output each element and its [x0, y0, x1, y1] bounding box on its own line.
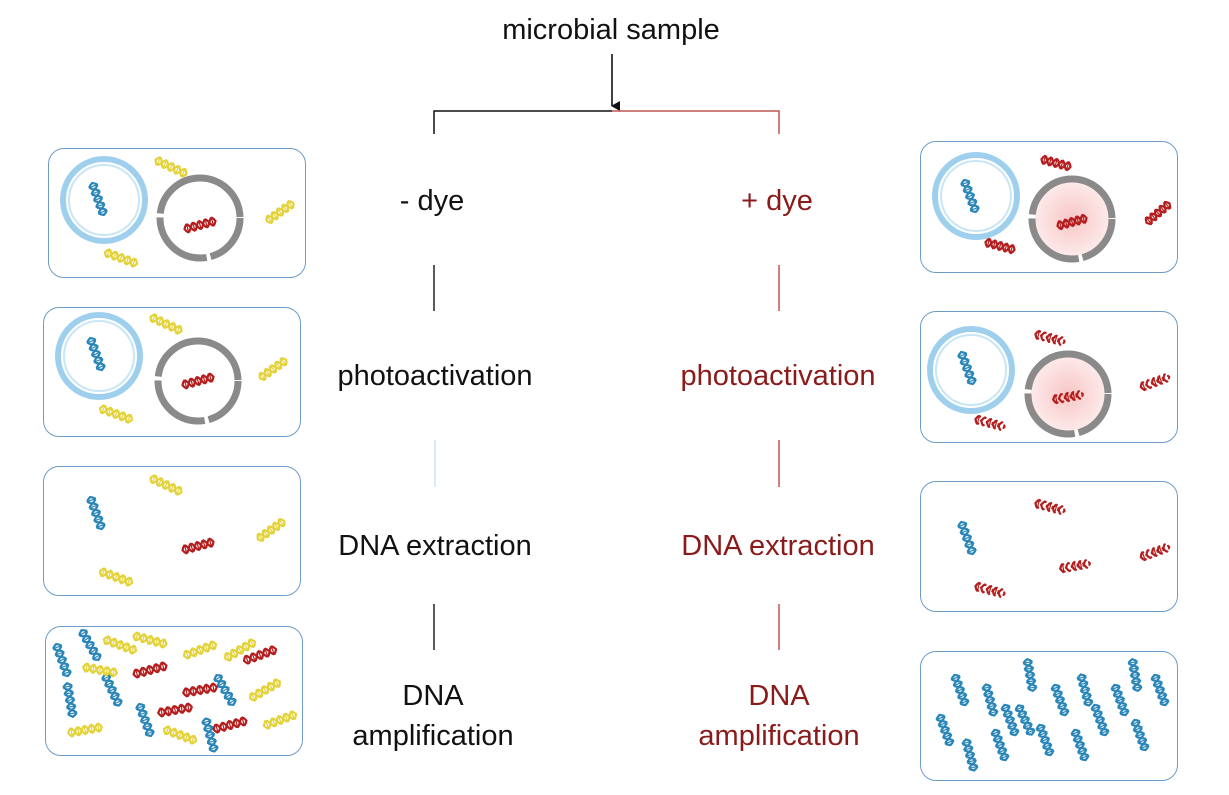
left-initial-live-cell [60, 156, 148, 244]
dna-strand-32 [242, 645, 278, 665]
left-step-no-dye: - dye [399, 185, 465, 217]
dna-strand-9 [181, 372, 215, 390]
right-step-dna-extraction: DNA extraction [681, 530, 875, 562]
dna-strand-59 [1076, 673, 1094, 707]
dna-strand-25 [224, 638, 256, 662]
left-step-photoactivation: photoactivation [337, 360, 533, 392]
dna-strand-47 [1034, 498, 1066, 516]
dna-strand-62 [1127, 658, 1143, 692]
right-step-dna-amplification: DNA amplification [698, 680, 860, 752]
dna-strands [52, 154, 1172, 772]
dna-strand-19 [135, 702, 155, 738]
dna-strand-22 [102, 635, 138, 655]
left-step-dna-amplification: DNA amplification [352, 680, 514, 752]
dna-strand-35 [82, 662, 118, 678]
dna-strand-63 [1130, 718, 1150, 752]
dna-strand-65 [961, 738, 979, 772]
dna-strand-7 [258, 356, 288, 382]
right-step-dye: + dye [741, 185, 813, 217]
dna-strand-54 [990, 728, 1010, 762]
dna-strand-20 [201, 717, 219, 753]
dna-strand-46 [957, 520, 977, 556]
dna-strand-30 [132, 661, 168, 679]
dna-strand-36 [960, 178, 980, 214]
dna-strand-58 [1050, 683, 1070, 717]
dna-strand-2 [265, 199, 295, 225]
dna-strand-15 [52, 642, 72, 678]
right-initial-live-cell [932, 152, 1020, 240]
dna-strand-56 [1014, 704, 1036, 736]
dna-strand-33 [212, 716, 248, 734]
dna-strand-21 [213, 674, 237, 706]
dna-strand-53 [981, 683, 999, 717]
left-branch-connector [433, 110, 612, 134]
dna-strand-39 [984, 237, 1016, 255]
dna-strand-4 [183, 216, 217, 234]
dna-strand-55 [1022, 658, 1038, 692]
dna-strand-8 [98, 404, 134, 424]
dna-strand-10 [86, 495, 106, 531]
dna-strand-28 [249, 678, 281, 702]
dna-strand-29 [262, 710, 298, 730]
dna-strand-11 [149, 474, 183, 496]
dna-strand-51 [935, 713, 955, 747]
dna-strand-14 [181, 537, 215, 555]
dna-strand-40 [1056, 213, 1088, 231]
dna-strand-61 [1110, 683, 1130, 717]
dna-strand-41 [957, 350, 977, 386]
dna-strand-37 [1040, 154, 1072, 172]
left-photo-live-cell [55, 312, 143, 400]
left-initial-dead-cell [156, 174, 244, 262]
dna-strand-17 [62, 682, 78, 718]
dna-strand-34 [157, 702, 193, 718]
dna-strand-50 [1059, 558, 1091, 574]
left-photo-dead-cell [154, 337, 242, 425]
dna-strand-13 [98, 567, 134, 587]
dna-strand-48 [1139, 542, 1171, 562]
dna-strand-16 [78, 629, 102, 661]
dna-strand-57 [1035, 723, 1055, 757]
left-step-dna-extraction: DNA extraction [338, 530, 532, 562]
right-branch-connector [612, 110, 780, 134]
dna-strand-49 [974, 581, 1006, 599]
dna-strand-24 [182, 640, 218, 660]
dna-strand-52 [950, 673, 970, 707]
dna-strand-18 [101, 673, 123, 707]
dna-strand-42 [1034, 329, 1066, 347]
right-step-photoactivation: photoactivation [680, 360, 876, 392]
dna-strand-38 [1144, 200, 1172, 226]
dna-strand-45 [1052, 389, 1084, 405]
dna-strand-44 [974, 414, 1006, 432]
dna-strand-64 [1150, 673, 1170, 707]
dna-strand-5 [86, 336, 106, 372]
dna-strand-12 [256, 517, 286, 543]
dna-strand-66 [1070, 728, 1090, 762]
dna-strand-60 [1090, 703, 1110, 737]
dna-strand-27 [162, 725, 198, 745]
dna-strand-0 [88, 181, 108, 217]
dna-strand-3 [103, 248, 139, 268]
dna-strand-31 [182, 682, 218, 698]
dna-strand-6 [149, 313, 183, 335]
diagram-title: microbial sample [502, 14, 720, 46]
dna-strand-43 [1139, 372, 1171, 392]
dna-strand-26 [67, 722, 103, 738]
dna-strand-23 [132, 631, 168, 649]
right-photo-live-cell [927, 326, 1015, 414]
dna-strand-67 [1000, 703, 1020, 737]
dna-strand-1 [154, 156, 188, 178]
